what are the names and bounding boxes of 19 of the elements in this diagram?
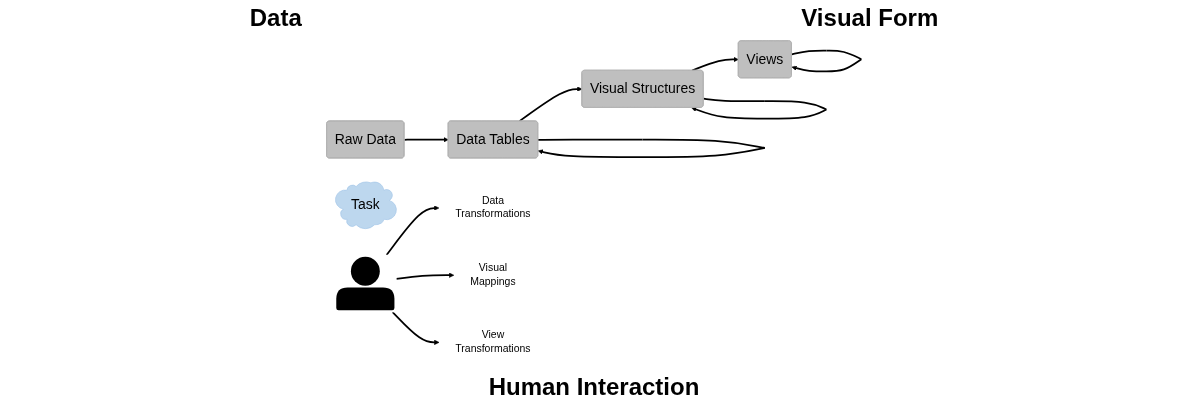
section-heading: Data [249,3,302,33]
arrow [537,138,766,158]
process-box: Raw Data [326,120,405,159]
thought-cloud: Task [335,181,397,229]
arrow [790,49,863,73]
process-box: Data Tables [447,120,539,159]
step-label: Data Transformations [455,194,531,220]
process-box: Visual Structures [581,69,704,108]
arrow [691,97,828,120]
step-label: Visual Mappings [470,262,516,287]
process-box: Views [737,40,792,79]
arrow [385,205,440,256]
section-heading: Visual Form [801,3,939,33]
section-heading: Human Interaction [488,372,700,402]
arrow [691,56,739,72]
arrow [403,137,449,143]
arrow [391,311,440,345]
step-label: View Transformations [455,329,531,354]
arrow [395,272,455,280]
